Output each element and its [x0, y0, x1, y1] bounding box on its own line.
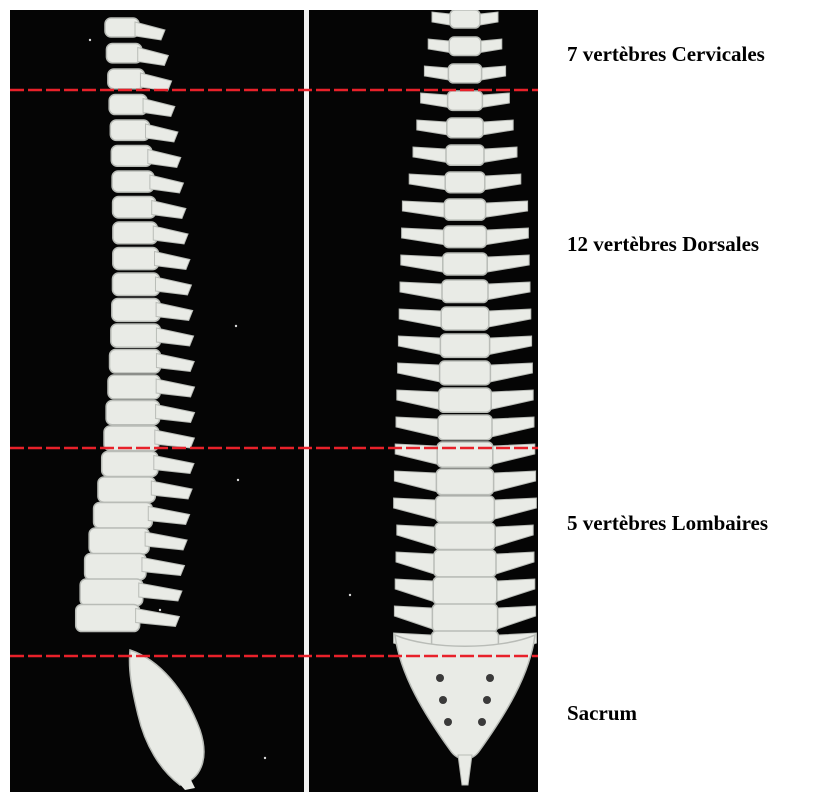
- anterior-vertebra-body: [442, 280, 488, 303]
- speck: [159, 609, 161, 611]
- label-cervical: 7 vertèbres Cervicales: [567, 42, 765, 67]
- anterior-vertebra-body: [445, 172, 485, 193]
- lateral-vertebra-body: [110, 120, 149, 140]
- anterior-vertebra-body: [447, 118, 483, 138]
- lateral-vertebra-body: [94, 503, 153, 529]
- anterior-vertebra-body: [444, 199, 485, 220]
- lateral-vertebra-body: [112, 171, 154, 192]
- sacral-foramen: [478, 718, 486, 726]
- lateral-vertebra-body: [106, 401, 160, 425]
- lateral-vertebra-body: [108, 375, 160, 399]
- anterior-vertebra-body: [450, 10, 480, 28]
- lateral-vertebra-body: [112, 273, 159, 296]
- anterior-vertebra-body: [433, 577, 497, 604]
- lateral-vertebra-body: [102, 452, 158, 477]
- anterior-vertebra-body: [446, 145, 484, 165]
- lateral-vertebra-body: [113, 248, 159, 270]
- anterior-vertebra-body: [441, 307, 489, 330]
- spine-illustration: [10, 10, 538, 792]
- lateral-vertebra-body: [105, 18, 139, 37]
- anterior-vertebra-body: [440, 334, 489, 357]
- sacral-foramen: [439, 696, 447, 704]
- speck: [349, 594, 351, 596]
- anterior-vertebra-body: [443, 253, 487, 275]
- lateral-vertebra-body: [109, 95, 147, 115]
- label-dorsal: 12 vertèbres Dorsales: [567, 232, 759, 257]
- lateral-vertebra-body: [108, 69, 145, 89]
- center-divider-line: [304, 10, 309, 792]
- anterior-vertebra-body: [439, 388, 491, 412]
- lateral-vertebra-body: [80, 579, 143, 606]
- anterior-vertebra-body: [437, 442, 493, 467]
- label-lumbar: 5 vertèbres Lombaires: [567, 511, 768, 536]
- sacral-foramen: [436, 674, 444, 682]
- anterior-vertebra-body: [449, 37, 481, 55]
- anterior-vertebra-body: [440, 361, 491, 385]
- speck: [89, 39, 91, 41]
- lateral-vertebra-body: [111, 146, 152, 167]
- anterior-vertebra-body: [438, 415, 492, 440]
- lateral-vertebra-body: [85, 554, 146, 580]
- lateral-vertebra-body: [111, 324, 161, 347]
- sacral-foramen: [444, 718, 452, 726]
- spine-photo: [10, 10, 538, 792]
- lateral-vertebra-body: [110, 350, 161, 374]
- anterior-vertebra-body: [444, 226, 487, 248]
- anterior-vertebra-body: [436, 496, 495, 522]
- anterior-vertebra-body: [435, 523, 495, 550]
- sacral-foramen: [483, 696, 491, 704]
- speck: [235, 325, 237, 327]
- lateral-vertebra-body: [98, 477, 155, 502]
- speck: [237, 479, 239, 481]
- lateral-vertebra-body: [76, 605, 140, 632]
- sacral-foramen: [486, 674, 494, 682]
- anterior-vertebra-body: [434, 550, 496, 577]
- anterior-vertebra-body: [448, 91, 483, 110]
- anterior-vertebra-body: [436, 469, 493, 495]
- lateral-vertebra-body: [112, 299, 160, 322]
- label-sacrum: Sacrum: [567, 701, 637, 726]
- lateral-vertebra-body: [113, 222, 157, 244]
- anterior-vertebra-body: [432, 604, 497, 632]
- lateral-vertebra-body: [106, 44, 141, 63]
- lateral-vertebra-body: [113, 197, 156, 218]
- anterior-vertebra-body: [448, 64, 481, 83]
- speck: [264, 757, 266, 759]
- lateral-vertebra-body: [89, 528, 149, 554]
